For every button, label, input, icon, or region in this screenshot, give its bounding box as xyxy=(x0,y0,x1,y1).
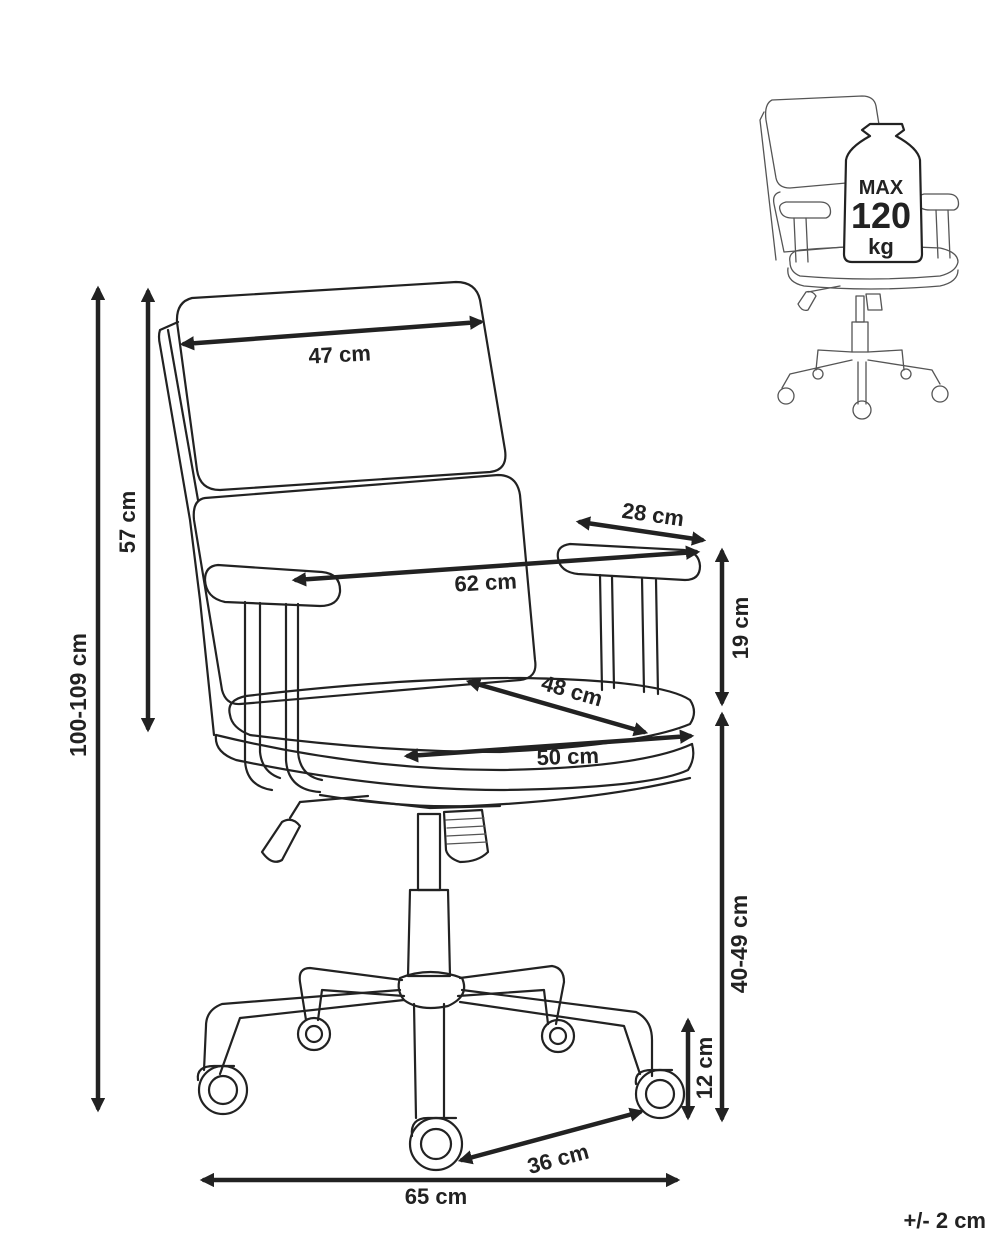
max-load-unit: kg xyxy=(868,234,894,259)
weight-badge-icon xyxy=(842,122,924,264)
dimension-arrows xyxy=(90,285,730,1188)
caster-height-label: 12 cm xyxy=(692,1037,717,1099)
backrest-width-label: 47 cm xyxy=(308,340,372,368)
dimension-labels: 47 cm 57 cm 100-109 cm 28 cm 62 cm 19 cm… xyxy=(65,340,986,1233)
leg-span-arrow xyxy=(457,1107,645,1165)
arm-to-arm-width-arrow xyxy=(291,545,701,587)
backrest-height-label: 57 cm xyxy=(115,491,140,553)
armrest-length-arrow xyxy=(575,516,707,546)
seat-width-arrow xyxy=(403,729,695,763)
max-load-label: MAX xyxy=(859,177,904,199)
seat-depth-arrow xyxy=(465,677,649,737)
seat-width-label: 50 cm xyxy=(536,743,599,770)
arm-to-arm-width-label: 62 cm xyxy=(454,568,518,596)
armrest-length-label: 28 cm xyxy=(620,498,685,531)
tolerance-note: +/- 2 cm xyxy=(903,1208,986,1233)
backrest-width-arrow xyxy=(179,315,485,351)
max-load-thumbnail: MAX 120 kg xyxy=(759,95,960,420)
seat-height-label: 40-49 cm xyxy=(726,895,752,993)
leg-span-label: 36 cm xyxy=(525,1139,592,1179)
thumbnail-chair-drawing xyxy=(759,95,960,420)
total-height-label: 100-109 cm xyxy=(65,633,91,757)
max-load-value: 120 xyxy=(851,195,911,236)
armrest-height-label: 19 cm xyxy=(728,597,753,659)
base-width-label: 65 cm xyxy=(405,1184,467,1209)
